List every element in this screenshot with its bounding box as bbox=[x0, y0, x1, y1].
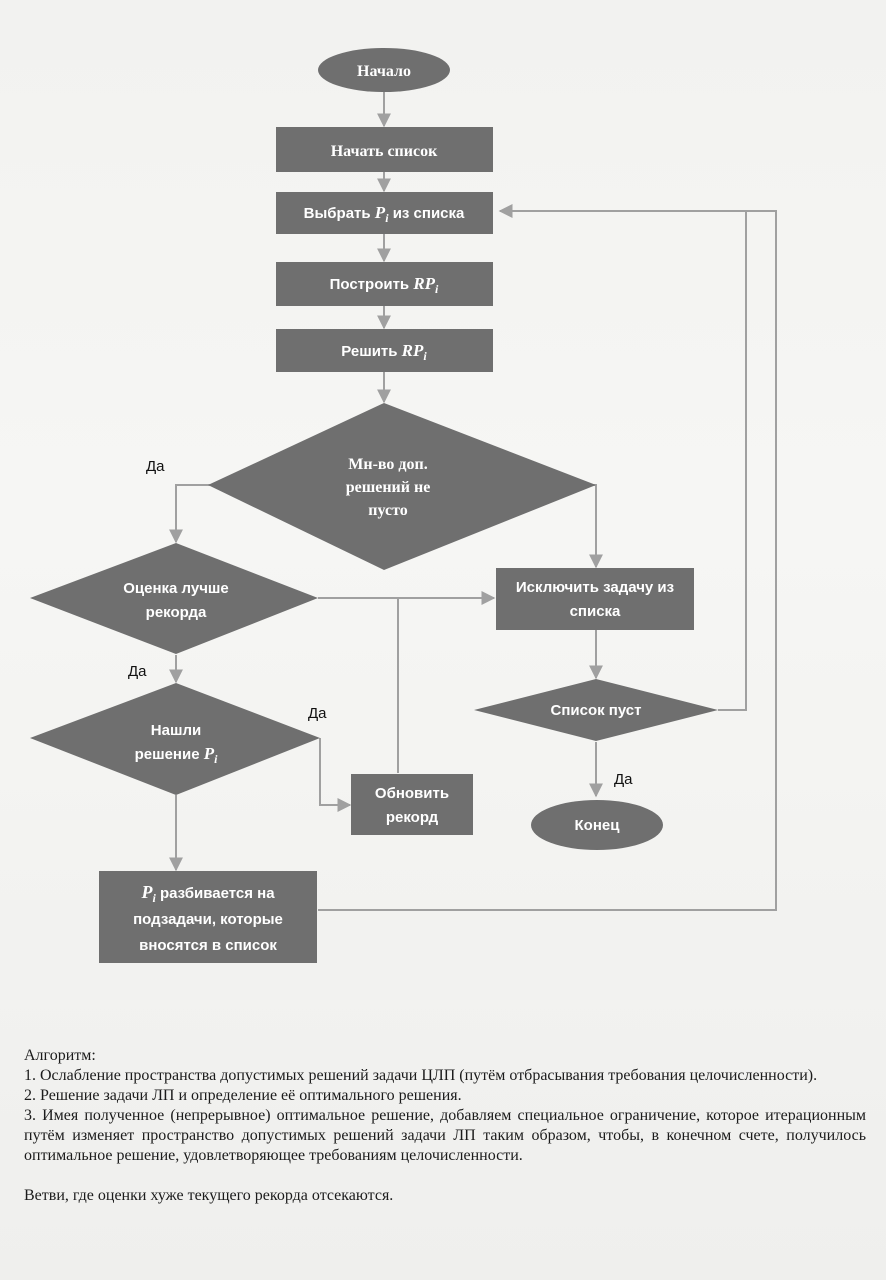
solve-prefix: Решить bbox=[341, 343, 401, 360]
feasible-decision: Мн-во доп. решений не пусто bbox=[208, 403, 596, 570]
split-line1: Pi разбивается на bbox=[140, 882, 275, 905]
found-line2: решение Pi bbox=[135, 744, 219, 766]
feasible-line1: Мн-во доп. bbox=[348, 456, 428, 473]
select-box: Выбрать Pi из списка bbox=[276, 192, 493, 234]
empty-yes-label: Да bbox=[614, 771, 633, 788]
edge-split-loop bbox=[318, 210, 777, 911]
split-var: P bbox=[140, 882, 153, 902]
estimate-decision: Оценка лучше рекорда bbox=[30, 543, 318, 654]
empty-list-decision: Список пуст bbox=[474, 679, 718, 741]
init-list-label: Начать список bbox=[331, 143, 438, 160]
notes-heading: Алгоритм: bbox=[24, 1047, 96, 1064]
edge-feasible-yes bbox=[169, 484, 210, 544]
notes-footer: Ветви, где оценки хуже текущего рекорда … bbox=[24, 1187, 394, 1204]
exclude-line1: Исключить задачу из bbox=[516, 579, 674, 596]
algorithm-notes: Алгоритм: 1. Ослабление пространства доп… bbox=[24, 1046, 866, 1206]
end-terminal: Конец bbox=[531, 800, 663, 850]
init-list-box: Начать список bbox=[276, 127, 493, 172]
start-terminal: Начало bbox=[318, 48, 450, 92]
found-yes-label: Да bbox=[308, 705, 327, 722]
split-box: Pi разбивается на подзадачи, которые вно… bbox=[99, 871, 317, 963]
feasible-line3: пусто bbox=[368, 502, 407, 519]
exclude-line2: списка bbox=[570, 603, 621, 620]
notes-item-1: 1. Ослабление пространства допустимых ре… bbox=[24, 1067, 818, 1084]
estimate-line2: рекорда bbox=[146, 604, 207, 621]
found-line1: Нашли bbox=[151, 722, 201, 739]
notes-item-3: 3. Имея полученное (непрерывное) оптимал… bbox=[24, 1107, 866, 1164]
estimate-yes-label: Да bbox=[128, 663, 147, 680]
split-suffix: разбивается на bbox=[156, 885, 275, 902]
start-label: Начало bbox=[357, 63, 411, 80]
solve-sub: i bbox=[423, 349, 427, 363]
end-label: Конец bbox=[575, 817, 621, 834]
select-label: Выбрать Pi из списка bbox=[304, 203, 465, 225]
build-box: Построить RPi bbox=[276, 262, 493, 306]
edge-feasible-no bbox=[562, 484, 603, 569]
found-var: P bbox=[203, 744, 215, 763]
solve-label: Решить RPi bbox=[341, 341, 427, 363]
found-decision: Нашли решение Pi bbox=[30, 683, 320, 795]
build-label: Построить RPi bbox=[330, 274, 439, 296]
build-sub: i bbox=[435, 282, 439, 296]
found-prefix: решение bbox=[135, 746, 204, 763]
update-line2: рекорд bbox=[386, 809, 439, 826]
solve-box: Решить RPi bbox=[276, 329, 493, 372]
select-var: P bbox=[374, 203, 386, 222]
build-prefix: Построить bbox=[330, 276, 414, 293]
split-line2: подзадачи, которые bbox=[133, 911, 283, 928]
solve-var: RP bbox=[401, 341, 424, 360]
split-line3: вносятся в список bbox=[139, 937, 277, 954]
split-sub: i bbox=[152, 891, 156, 905]
edge-empty-loop bbox=[498, 204, 747, 711]
feasible-yes-label: Да bbox=[146, 458, 165, 475]
empty-list-label: Список пуст bbox=[550, 702, 641, 719]
select-prefix: Выбрать bbox=[304, 205, 375, 222]
update-box: Обновить рекорд bbox=[351, 774, 473, 835]
update-line1: Обновить bbox=[375, 785, 449, 802]
flowchart: Начало Начать список Выбрать Pi из списк… bbox=[30, 48, 777, 963]
exclude-box: Исключить задачу из списка bbox=[496, 568, 694, 630]
select-suffix: из списка bbox=[389, 205, 465, 222]
build-var: RP bbox=[412, 274, 435, 293]
select-sub: i bbox=[385, 211, 389, 225]
notes-item-2: 2. Решение задачи ЛП и определение её оп… bbox=[24, 1087, 462, 1104]
feasible-line2: решений не bbox=[346, 479, 431, 496]
edge-found-yes bbox=[319, 738, 352, 812]
found-sub: i bbox=[214, 752, 218, 766]
connectors bbox=[169, 92, 777, 911]
estimate-line1: Оценка лучше bbox=[123, 580, 229, 597]
